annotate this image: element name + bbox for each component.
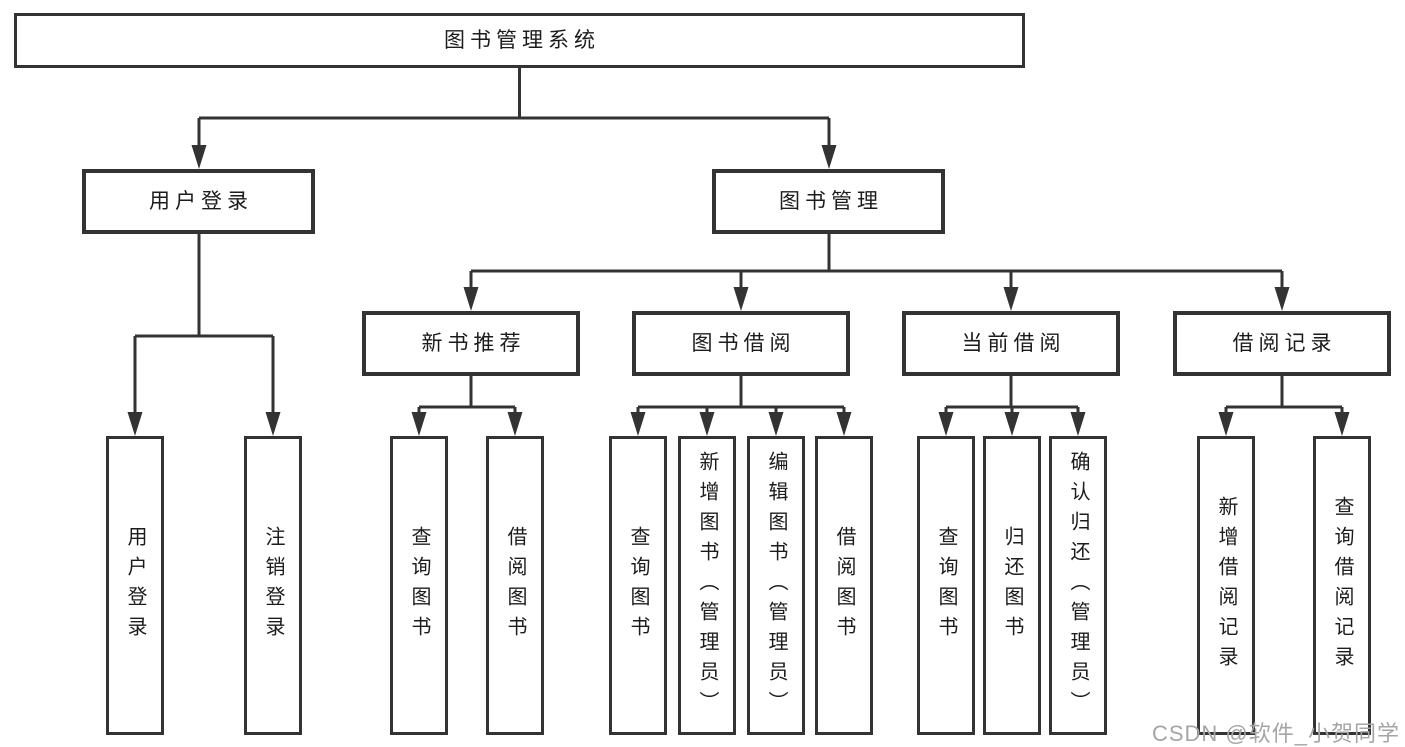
node-leaf-query-borrow-record: 查询借阅记录 [1313, 436, 1371, 735]
arrowhead-icon [699, 412, 715, 436]
connector-user-login-split [133, 234, 275, 418]
node-label: 编辑图书（管理员） [765, 450, 787, 721]
node-leaf-query-books-recommend: 查询图书 [390, 436, 448, 735]
arrowhead-icon [938, 412, 954, 436]
arrowhead-icon [630, 412, 646, 436]
node-label: 借阅记录 [1232, 332, 1337, 355]
node-label: 借阅图书 [833, 525, 855, 646]
arrowhead-icon [127, 412, 143, 436]
node-label: 新增借阅记录 [1215, 495, 1237, 676]
node-leaf-return-books: 归还图书 [983, 436, 1041, 735]
connector-book-management-split [469, 234, 1284, 292]
node-label: 图书管理系统 [444, 29, 600, 52]
connector-root-split [197, 68, 831, 148]
arrowhead-icon [411, 412, 427, 436]
node-label: 归还图书 [1001, 525, 1023, 646]
node-label: 确认归还（管理员） [1067, 450, 1089, 721]
node-label: 新书推荐 [421, 332, 526, 355]
arrowhead-icon [768, 412, 784, 436]
arrowhead-icon [1003, 287, 1019, 311]
node-leaf-confirm-return-admin: 确认归还（管理员） [1049, 436, 1107, 735]
node-borrowing-records: 借阅记录 [1173, 311, 1391, 376]
node-label: 图书借阅 [691, 332, 796, 355]
connector-current-borrowing-split [944, 376, 1080, 418]
connector-borrow-records-split [1224, 376, 1344, 418]
node-user-login: 用户登录 [82, 169, 315, 234]
arrowhead-icon [821, 145, 837, 169]
node-label: 用户登录 [149, 190, 253, 213]
arrowhead-icon [1070, 412, 1086, 436]
arrowhead-icon [191, 145, 207, 169]
node-label: 查询图书 [408, 525, 430, 646]
node-new-book-recommendation: 新书推荐 [362, 311, 580, 376]
node-book-borrowing: 图书借阅 [632, 311, 850, 376]
node-label: 注销登录 [262, 525, 284, 646]
arrowhead-icon [463, 287, 479, 311]
node-label: 查询图书 [627, 525, 649, 646]
arrowhead-icon [1334, 412, 1350, 436]
node-label: 用户登录 [124, 525, 146, 646]
node-leaf-borrow-books: 借阅图书 [815, 436, 873, 735]
node-leaf-add-borrow-record: 新增借阅记录 [1197, 436, 1255, 735]
node-leaf-query-books-current: 查询图书 [917, 436, 975, 735]
arrowheads [127, 145, 1350, 436]
arrowhead-icon [733, 287, 749, 311]
node-label: 查询图书 [935, 525, 957, 646]
node-leaf-user-login: 用户登录 [106, 436, 164, 735]
node-library-management-system: 图书管理系统 [14, 13, 1025, 68]
node-leaf-add-books-admin: 新增图书（管理员） [678, 436, 736, 735]
connector-strokes [133, 68, 1344, 418]
node-label: 查询借阅记录 [1331, 495, 1353, 676]
node-leaf-edit-books-admin: 编辑图书（管理员） [747, 436, 805, 735]
node-book-management: 图书管理 [712, 169, 945, 234]
node-label: 当前借阅 [961, 332, 1066, 355]
arrowhead-icon [1218, 412, 1234, 436]
arrowhead-icon [1274, 287, 1290, 311]
node-label: 借阅图书 [504, 525, 526, 646]
arrowhead-icon [265, 412, 281, 436]
node-leaf-borrow-books-recommend: 借阅图书 [486, 436, 544, 735]
arrowhead-icon [836, 412, 852, 436]
node-label: 图书管理 [779, 190, 883, 213]
connector-new-book-split [417, 376, 517, 418]
arrowhead-icon [1004, 412, 1020, 436]
arrowhead-icon [507, 412, 523, 436]
node-current-borrowing: 当前借阅 [902, 311, 1120, 376]
csdn-watermark: CSDN @软件_小贺同学 [1151, 721, 1400, 746]
node-label: 新增图书（管理员） [696, 450, 718, 721]
connector-book-borrowing-split [636, 376, 846, 418]
node-leaf-logout: 注销登录 [244, 436, 302, 735]
node-leaf-query-books-borrowing: 查询图书 [609, 436, 667, 735]
